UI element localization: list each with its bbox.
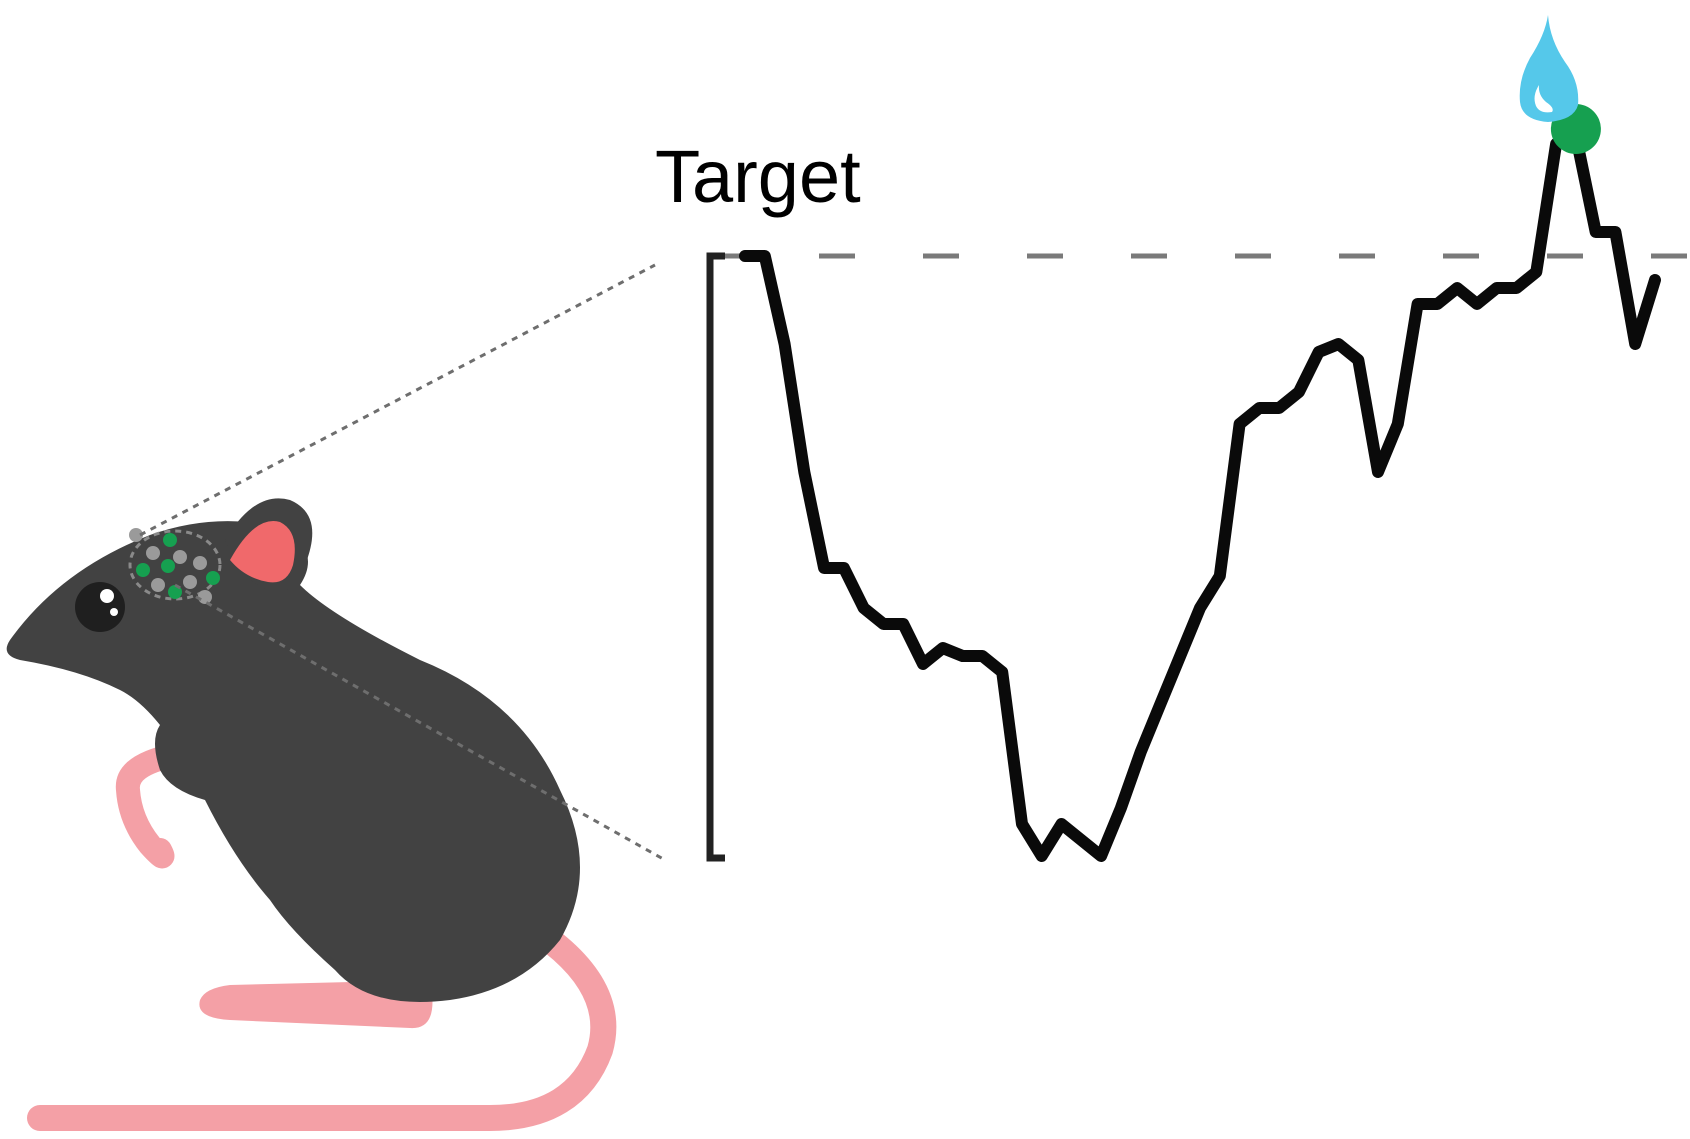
neuron-active — [161, 559, 175, 573]
neuron-inactive — [193, 556, 207, 570]
neuron-cluster-outline — [128, 529, 222, 601]
zoom-line-top — [139, 263, 656, 537]
neuron-inactive — [151, 578, 165, 592]
mouse-body — [6, 521, 580, 1002]
mouse-ear-inner — [230, 521, 295, 583]
water-drop-icon — [1519, 15, 1579, 122]
activity-trace — [739, 130, 1661, 862]
neuron-inactive — [198, 590, 212, 604]
mouse-front-arm — [115, 743, 187, 869]
zoom-line-bottom — [174, 583, 666, 862]
neuron-active — [136, 563, 150, 577]
neuron-inactive — [129, 528, 143, 542]
neuron-active — [206, 571, 220, 585]
neuron-inactive — [173, 550, 187, 564]
mouse-eye-highlight-small — [110, 608, 118, 616]
trace-panel: Target — [655, 15, 1690, 862]
neuron-active — [163, 533, 177, 547]
mouse-illustration — [6, 498, 617, 1131]
water-drop-highlight — [1534, 85, 1553, 113]
mouse-tail — [27, 907, 617, 1131]
mouse-eye-highlight — [100, 589, 114, 603]
neuron-inactive — [183, 575, 197, 589]
neuron-inactive — [146, 546, 160, 560]
scale-bracket — [706, 252, 725, 862]
target-label: Target — [655, 135, 861, 218]
mouse-eye — [75, 582, 125, 632]
